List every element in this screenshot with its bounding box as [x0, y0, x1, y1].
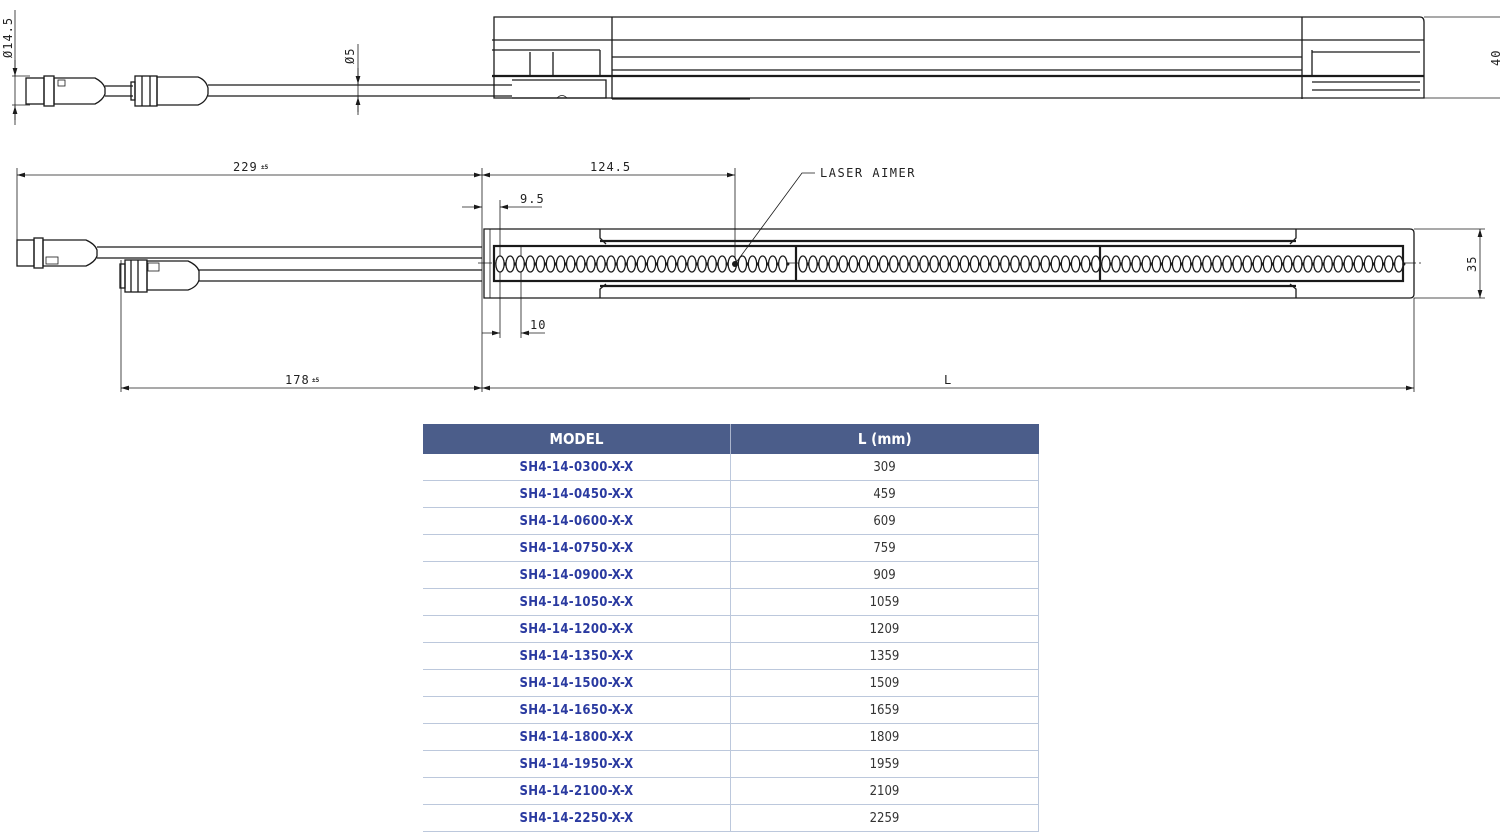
length-cell: 1809 — [730, 723, 1039, 751]
laser-aimer-callout: LASER AIMER — [734, 166, 916, 265]
aimer-offset-dimension: 124.5 — [481, 160, 736, 392]
cable-long-tolerance: ±5 — [261, 164, 269, 171]
cable-length-short-dimension: 178 ±5 — [120, 260, 482, 392]
connector-short-icon — [119, 259, 482, 293]
model-cell: SH4-14-2250-X-X — [423, 804, 731, 832]
overall-length-dimension: L — [482, 298, 1415, 392]
length-cell: 609 — [730, 507, 1039, 535]
laser-aimer-label: LASER AIMER — [820, 166, 916, 180]
model-cell: SH4-14-0600-X-X — [423, 507, 731, 535]
length-cell: 2259 — [730, 804, 1039, 832]
top-height-label: 40 — [1489, 50, 1500, 66]
column-header-length: L (mm) — [730, 424, 1039, 454]
cable-short-label: 178 — [285, 373, 310, 387]
length-cell: 759 — [730, 534, 1039, 562]
length-cell: 1209 — [730, 615, 1039, 643]
first-beam-offset-label: 9.5 — [520, 192, 545, 206]
length-cell: 1509 — [730, 669, 1039, 697]
column-header-model: MODEL — [423, 424, 731, 454]
overall-length-label: L — [944, 373, 952, 387]
model-cell: SH4-14-0300-X-X — [423, 454, 731, 481]
cable-diameter-dimension: Ø5 — [343, 44, 361, 115]
model-cell: SH4-14-1350-X-X — [423, 642, 731, 670]
m12-connector-icon — [25, 75, 209, 107]
model-cell: SH4-14-1050-X-X — [423, 588, 731, 616]
cable-long-label: 229 — [233, 160, 258, 174]
model-cell: SH4-14-1650-X-X — [423, 696, 731, 724]
model-cell: SH4-14-1800-X-X — [423, 723, 731, 751]
table-header-row: MODEL L (mm) — [423, 424, 1039, 454]
connector-diameter-label: Ø14.5 — [1, 17, 15, 58]
model-cell: SH4-14-1500-X-X — [423, 669, 731, 697]
cable-diameter-label: Ø5 — [343, 48, 357, 64]
length-cell: 909 — [730, 561, 1039, 589]
length-cell: 1359 — [730, 642, 1039, 670]
aimer-offset-label: 124.5 — [590, 160, 631, 174]
length-cell: 1059 — [730, 588, 1039, 616]
length-cell: 2109 — [730, 777, 1039, 805]
cable-length-long-dimension: 229 ±5 — [16, 160, 482, 240]
front-height-label: 35 — [1465, 256, 1479, 272]
model-cell: SH4-14-2100-X-X — [423, 777, 731, 805]
model-cell: SH4-14-0450-X-X — [423, 480, 731, 508]
sensor-body-top — [492, 16, 1500, 100]
connector-diameter-dimension: Ø14.5 — [1, 10, 30, 125]
technical-drawing: Ø14.5 Ø5 — [1, 10, 1500, 392]
model-cell: SH4-14-1950-X-X — [423, 750, 731, 778]
connector-long-icon — [16, 237, 482, 269]
model-cell: SH4-14-0750-X-X — [423, 534, 731, 562]
length-cell: 1959 — [730, 750, 1039, 778]
cable-short-tolerance: ±5 — [312, 377, 320, 384]
model-cell: SH4-14-1200-X-X — [423, 615, 731, 643]
top-view: Ø14.5 Ø5 — [1, 10, 1500, 125]
length-cell: 1659 — [730, 696, 1039, 724]
beam-lenses — [495, 255, 1406, 273]
front-view: 229 ±5 178 ±5 — [16, 160, 1485, 392]
model-cell: SH4-14-0900-X-X — [423, 561, 731, 589]
length-cell: 309 — [730, 454, 1039, 481]
sensor-body-front — [478, 228, 1422, 299]
beam-pitch-label: 10 — [530, 318, 546, 332]
front-height-dimension: 35 — [1414, 228, 1485, 299]
length-cell: 459 — [730, 480, 1039, 508]
